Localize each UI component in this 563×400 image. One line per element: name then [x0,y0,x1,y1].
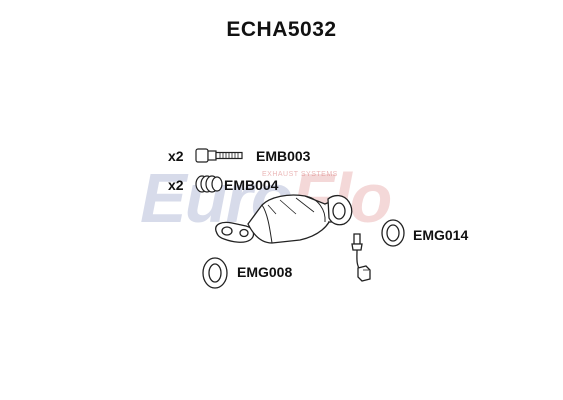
part-label-emb003: EMB003 [256,148,311,164]
part-number-title: ECHA5032 [226,18,337,41]
bolt-part [195,148,243,163]
part-label-emg014: EMG014 [413,227,469,243]
quantity-emb003: x2 [168,148,184,164]
part-label-emg008: EMG008 [237,264,293,280]
part-label-emb004: EMB004 [224,177,279,193]
gasket-emg008-part [202,257,228,289]
spring-part [195,175,223,193]
catalytic-converter-part [215,194,371,282]
watermark-tagline: EXHAUST SYSTEMS [262,171,338,178]
gasket-emg014-part [381,219,405,247]
quantity-emb004: x2 [168,177,184,193]
